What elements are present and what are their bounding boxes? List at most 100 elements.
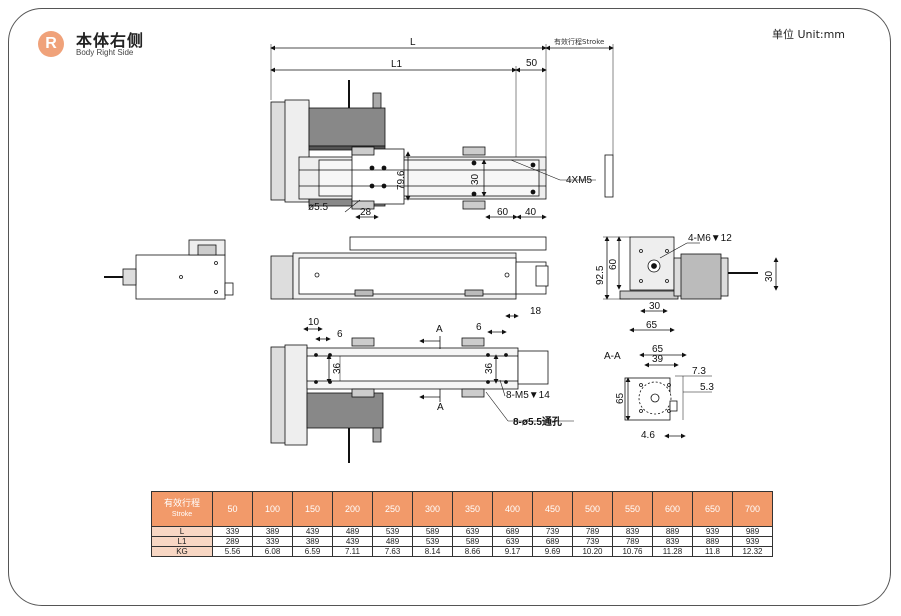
table-cell: 9.69: [532, 546, 573, 557]
section-aa: [624, 352, 712, 439]
table-cell: 339: [252, 536, 293, 547]
dim-7-3: 7.3: [692, 366, 706, 377]
label-4-m6: 4-M6▼12: [688, 233, 732, 244]
table-cell: 889: [692, 536, 733, 547]
table-cell: 589: [412, 526, 453, 537]
dim-L1: L1: [391, 59, 403, 70]
table-cell: 12.32: [732, 546, 773, 557]
stroke-col: 400: [492, 491, 533, 527]
table-cell: 489: [372, 536, 413, 547]
top-view: [270, 44, 614, 220]
dim-65-vert: 65: [615, 392, 626, 404]
label-4xm5: 4XM5: [566, 175, 593, 186]
table-cell: 689: [532, 536, 573, 547]
table-cell: 789: [572, 526, 613, 537]
dim-92-5: 92.5: [595, 265, 606, 285]
dim-30-top: 30: [470, 173, 481, 185]
table-cell: 10.76: [612, 546, 653, 557]
dim-79-6: 79.6: [396, 170, 407, 190]
table-cell: 889: [652, 526, 693, 537]
dim-6-left: 6: [337, 329, 343, 340]
section-label-aa: A-A: [604, 351, 621, 362]
unit-label: 单位 Unit:mm: [772, 28, 846, 41]
stroke-col: 150: [292, 491, 333, 527]
dim-40: 40: [525, 207, 537, 218]
stroke-col: 500: [572, 491, 613, 527]
row-label: KG: [151, 546, 213, 557]
end-view: [603, 236, 779, 333]
label-8-holes: 8-ø5.5通孔: [513, 415, 562, 428]
dim-39: 39: [652, 354, 664, 365]
dim-36-right: 36: [484, 362, 495, 374]
table-cell: 739: [572, 536, 613, 547]
dim-30-end: 30: [649, 301, 661, 312]
dim-30-shaft: 30: [764, 270, 775, 282]
table-cell: 7.63: [372, 546, 413, 557]
row-label: L1: [151, 536, 213, 547]
table-cell: 939: [692, 526, 733, 537]
table-cell: 339: [212, 526, 253, 537]
table-cell: 689: [492, 526, 533, 537]
table-cell: 539: [412, 536, 453, 547]
table-cell: 8.14: [412, 546, 453, 557]
dim-65-end: 65: [646, 320, 658, 331]
dim-50: 50: [526, 58, 538, 69]
stroke-col: 350: [452, 491, 493, 527]
dim-6-right: 6: [476, 322, 482, 333]
table-cell: 389: [252, 526, 293, 537]
table-cell: 11.8: [692, 546, 733, 557]
page-title: 本体右侧: [76, 31, 145, 50]
stroke-col: 550: [612, 491, 653, 527]
stroke-header: 有效行程 Stroke: [151, 491, 213, 527]
table-cell: 639: [492, 536, 533, 547]
table-cell: 839: [612, 526, 653, 537]
table-cell: 11.28: [652, 546, 693, 557]
dim-5-3: 5.3: [700, 382, 714, 393]
table-cell: 939: [732, 536, 773, 547]
bottom-view: [270, 313, 574, 463]
dim-60: 60: [497, 207, 509, 218]
table-cell: 389: [292, 536, 333, 547]
table-cell: 739: [532, 526, 573, 537]
stroke-col: 700: [732, 491, 773, 527]
stroke-col: 50: [212, 491, 253, 527]
label-phi5-5: ø5.5: [308, 202, 328, 213]
table-cell: 6.08: [252, 546, 293, 557]
dim-10: 10: [308, 317, 320, 328]
table-cell: 439: [292, 526, 333, 537]
table-cell: 839: [652, 536, 693, 547]
dim-36-left: 36: [332, 362, 343, 374]
stroke-col: 100: [252, 491, 293, 527]
table-cell: 439: [332, 536, 373, 547]
dim-stroke: 有效行程Stroke: [554, 37, 604, 46]
table-cell: 5.56: [212, 546, 253, 557]
table-cell: 989: [732, 526, 773, 537]
r-badge-icon: R: [38, 31, 64, 57]
label-8-m5: 8-M5▼14: [506, 390, 550, 401]
row-label: L: [151, 526, 213, 537]
dim-4-6: 4.6: [641, 430, 655, 441]
dim-65-aa: 65: [652, 344, 664, 355]
table-cell: 8.66: [452, 546, 493, 557]
stroke-col: 650: [692, 491, 733, 527]
table-cell: 289: [212, 536, 253, 547]
table-cell: 9.17: [492, 546, 533, 557]
table-cell: 7.11: [332, 546, 373, 557]
side-view: [104, 236, 549, 300]
stroke-col: 200: [332, 491, 373, 527]
dim-18: 18: [530, 306, 542, 317]
table-cell: 789: [612, 536, 653, 547]
section-mark-a-bottom: A: [437, 402, 444, 413]
table-cell: 10.20: [572, 546, 613, 557]
table-cell: 489: [332, 526, 373, 537]
page-subtitle: Body Right Side: [76, 48, 134, 57]
dim-28: 28: [360, 207, 372, 218]
table-cell: 589: [452, 536, 493, 547]
dim-L: L: [410, 37, 416, 48]
stroke-col: 250: [372, 491, 413, 527]
stroke-col: 300: [412, 491, 453, 527]
